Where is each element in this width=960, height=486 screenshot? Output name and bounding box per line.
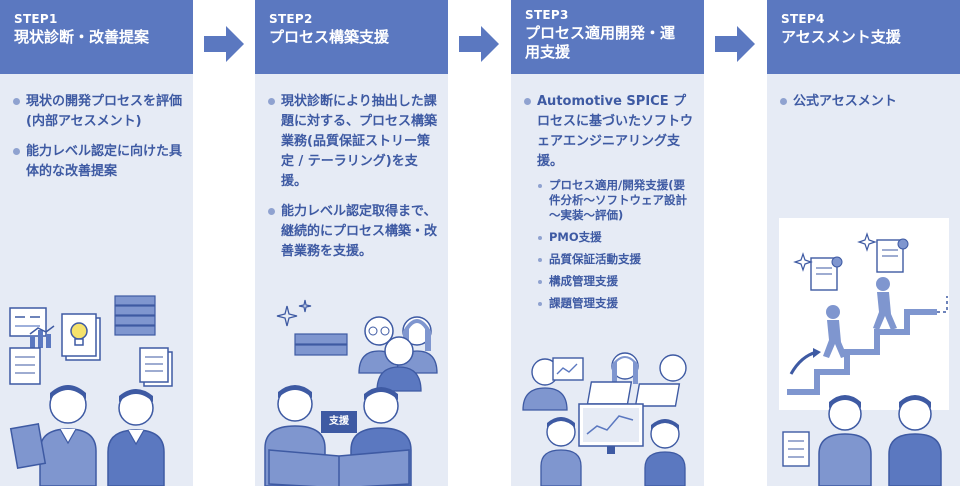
step3-sub-2: PMO支援 (537, 230, 695, 245)
dashboard-monitor-icon (578, 403, 644, 454)
step3-sub-list: プロセス適用/開発支援(要件分析～ソフトウェア設計～実装～評価) PMO支援 品… (537, 178, 695, 311)
step3-card: STEP3 プロセス適用開発・運用支援 Automotive SPICE プロセ… (511, 0, 704, 486)
client-avatar (107, 389, 165, 486)
step4-bullet-1: 公式アセスメント (779, 92, 953, 112)
step2-header: STEP2 プロセス構築支援 (255, 0, 448, 74)
step1-header: STEP1 現状診断・改善提案 (0, 0, 193, 74)
chart-doc-icon (9, 307, 47, 337)
arrow-right-icon (715, 26, 755, 62)
step3-sub-5: 課題管理支援 (537, 296, 695, 311)
team-avatars (358, 316, 438, 392)
clipboard-icon (9, 423, 47, 469)
climbing-person-icon (873, 277, 897, 330)
step1-illustration (9, 295, 173, 486)
server-icon (294, 333, 348, 356)
server-stack-icon (114, 295, 156, 336)
step3-illustration (522, 352, 687, 486)
step3-sub-4: 構成管理支援 (537, 274, 695, 289)
step1-label: STEP1 (14, 12, 58, 26)
step3-bullet-1: Automotive SPICE プロセスに基づいたソフトウェアエンジニアリング… (523, 92, 695, 311)
step1-bullet-2: 能力レベル認定に向けた具体的な改善提案 (12, 142, 186, 182)
idea-doc-icon (61, 313, 101, 361)
step3-bullets: Automotive SPICE プロセスに基づいたソフトウェアエンジニアリング… (523, 92, 694, 311)
consultant-avatar (39, 385, 97, 486)
arrow-right-icon (204, 26, 244, 62)
developer-avatar (586, 352, 639, 405)
support-badge: 支援 (321, 411, 357, 433)
step4-illustration (782, 232, 948, 486)
developer-avatar (522, 358, 568, 411)
stairs-icon (787, 296, 948, 395)
team-member-avatar (540, 417, 582, 486)
certificate-icon (876, 238, 909, 273)
step2-bullet-2: 能力レベル認定取得まで、継続的にプロセス構築・改善業務を支援。 (267, 202, 441, 262)
step3-label: STEP3 (525, 8, 569, 22)
step2-bullet-1: 現状診断により抽出した課題に対する、プロセス構築業務(品質保証ストリー策定 / … (267, 92, 441, 192)
arrow-up-right-icon (789, 348, 821, 375)
step2-title: プロセス構築支援 (269, 28, 390, 46)
step1-title: 現状診断・改善提案 (14, 28, 150, 46)
step4-bullets: 公式アセスメント (779, 92, 950, 112)
step4-header: STEP4 アセスメント支援 (767, 0, 960, 74)
sparkle-icon (857, 232, 877, 252)
assessor-avatar (818, 395, 872, 486)
sparkle-icon (276, 299, 312, 327)
certificate-icon (810, 256, 843, 291)
step4-title: アセスメント支援 (781, 28, 901, 46)
step4-card: STEP4 アセスメント支援 公式アセスメント (767, 0, 960, 486)
step3-sub-3: 品質保証活動支援 (537, 252, 695, 267)
step2-label: STEP2 (269, 12, 313, 26)
monitor-icon (552, 357, 584, 381)
step3-title: プロセス適用開発・運用支援 (525, 24, 676, 61)
step1-bullet-1: 現状の開発プロセスを評価(内部アセスメント) (12, 92, 186, 132)
arrow-right-icon (459, 26, 499, 62)
step2-illustration (264, 299, 438, 486)
sparkle-icon (793, 252, 813, 272)
step2-bullets: 現状診断により抽出した課題に対する、プロセス構築業務(品質保証ストリー策定 / … (267, 92, 438, 262)
step1-card: STEP1 現状診断・改善提案 現状の開発プロセスを評価(内部アセスメント) 能… (0, 0, 193, 486)
open-book-icon (268, 449, 410, 486)
client-avatar (888, 395, 942, 486)
developer-avatar (634, 354, 687, 407)
team-member-avatar (644, 419, 686, 486)
step3-sub-1: プロセス適用/開発支援(要件分析～ソフトウェア設計～実装～評価) (537, 178, 695, 223)
document-icon (139, 347, 173, 387)
step1-bullets: 現状の開発プロセスを評価(内部アセスメント) 能力レベル認定に向けた具体的な改善… (12, 92, 183, 182)
step2-card: STEP2 プロセス構築支援 現状診断により抽出した課題に対する、プロセス構築業… (255, 0, 448, 486)
checklist-icon (9, 347, 41, 385)
step4-label: STEP4 (781, 12, 825, 26)
step3-header: STEP3 プロセス適用開発・運用支援 (511, 0, 704, 74)
climbing-person-icon (823, 305, 847, 358)
checklist-icon (782, 431, 810, 467)
bar-chart-icon (29, 325, 55, 348)
